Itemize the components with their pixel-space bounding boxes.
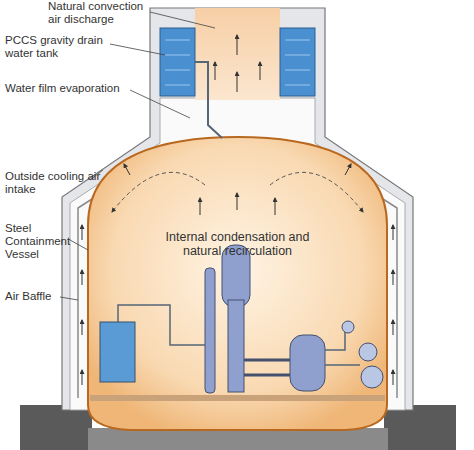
- flow-arrow: [82, 225, 83, 240]
- flow-arrow: [200, 198, 201, 215]
- foundation: [88, 428, 388, 450]
- flow-arrow: [275, 198, 276, 215]
- leader-line: [130, 90, 190, 118]
- makeup-tank: [361, 366, 383, 388]
- operating-floor: [90, 395, 385, 401]
- flow-arrow: [393, 225, 394, 240]
- callout-label: Natural convection air discharge: [48, 0, 158, 26]
- flow-arrow: [393, 370, 394, 385]
- flow-arrow: [345, 164, 351, 175]
- reactor-vessel: [290, 335, 325, 391]
- recirculation-arrow: [270, 172, 363, 212]
- accumulator: [359, 343, 377, 361]
- shield-building: [62, 8, 413, 410]
- callout-label: Air Baffle: [5, 290, 75, 303]
- flow-arrow: [82, 320, 83, 335]
- accumulator: [342, 321, 354, 333]
- flow-arrow: [260, 62, 261, 80]
- flow-arrow: [237, 35, 238, 55]
- flow-arrow: [215, 62, 216, 80]
- pipe: [118, 305, 205, 345]
- flow-arrow: [124, 164, 130, 175]
- ground-block: [20, 405, 92, 450]
- drain-pipe: [195, 62, 222, 138]
- flow-label: Internal condensation and natural recirc…: [160, 230, 315, 259]
- leader-line: [70, 240, 88, 250]
- flow-arrow: [393, 270, 394, 285]
- flow-arrow: [237, 193, 238, 210]
- water-tank: [280, 28, 315, 96]
- callout-label: Outside cooling air intake: [5, 170, 105, 196]
- coolant-loop: [244, 360, 290, 375]
- containment-vessel: [88, 137, 387, 430]
- water-storage-tank: [100, 322, 135, 382]
- callout-label: PCCS gravity drain water tank: [5, 34, 123, 60]
- steam-generator: [228, 300, 244, 392]
- leader-line: [60, 297, 78, 300]
- pipe: [325, 330, 360, 365]
- ground-block: [384, 405, 456, 450]
- flow-arrow: [393, 320, 394, 335]
- leader-line: [110, 44, 165, 55]
- recirculation-arrow: [112, 172, 205, 212]
- flow-arrow: [237, 72, 238, 92]
- leader-line: [150, 12, 215, 28]
- pressurizer: [205, 268, 215, 393]
- flow-arrow: [82, 370, 83, 385]
- callout-label: Steel Containment Vessel: [5, 222, 75, 262]
- flow-arrow: [82, 270, 83, 285]
- callout-label: Water film evaporation: [5, 82, 145, 95]
- water-tank: [160, 28, 195, 96]
